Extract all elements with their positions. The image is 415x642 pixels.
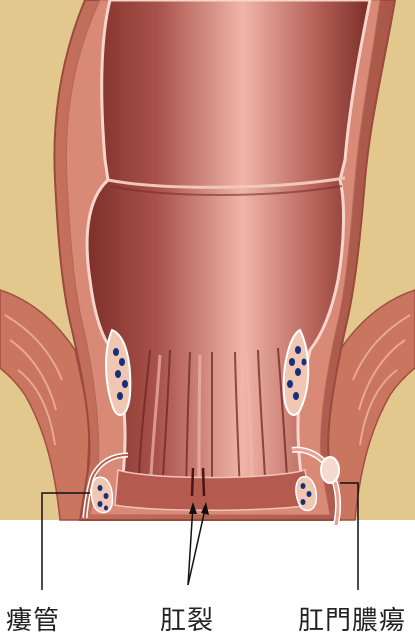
label-fistula: 瘻管 [6, 600, 60, 637]
label-abscess: 肛門膿瘍 [298, 600, 406, 637]
abscess-lower-gland [296, 477, 316, 511]
fissure-mark-2 [203, 468, 204, 496]
abscess-cavity [321, 457, 339, 483]
fissure-mark-1 [192, 468, 193, 496]
left-lower-gland [91, 477, 112, 512]
label-fissure: 肛裂 [160, 600, 214, 637]
